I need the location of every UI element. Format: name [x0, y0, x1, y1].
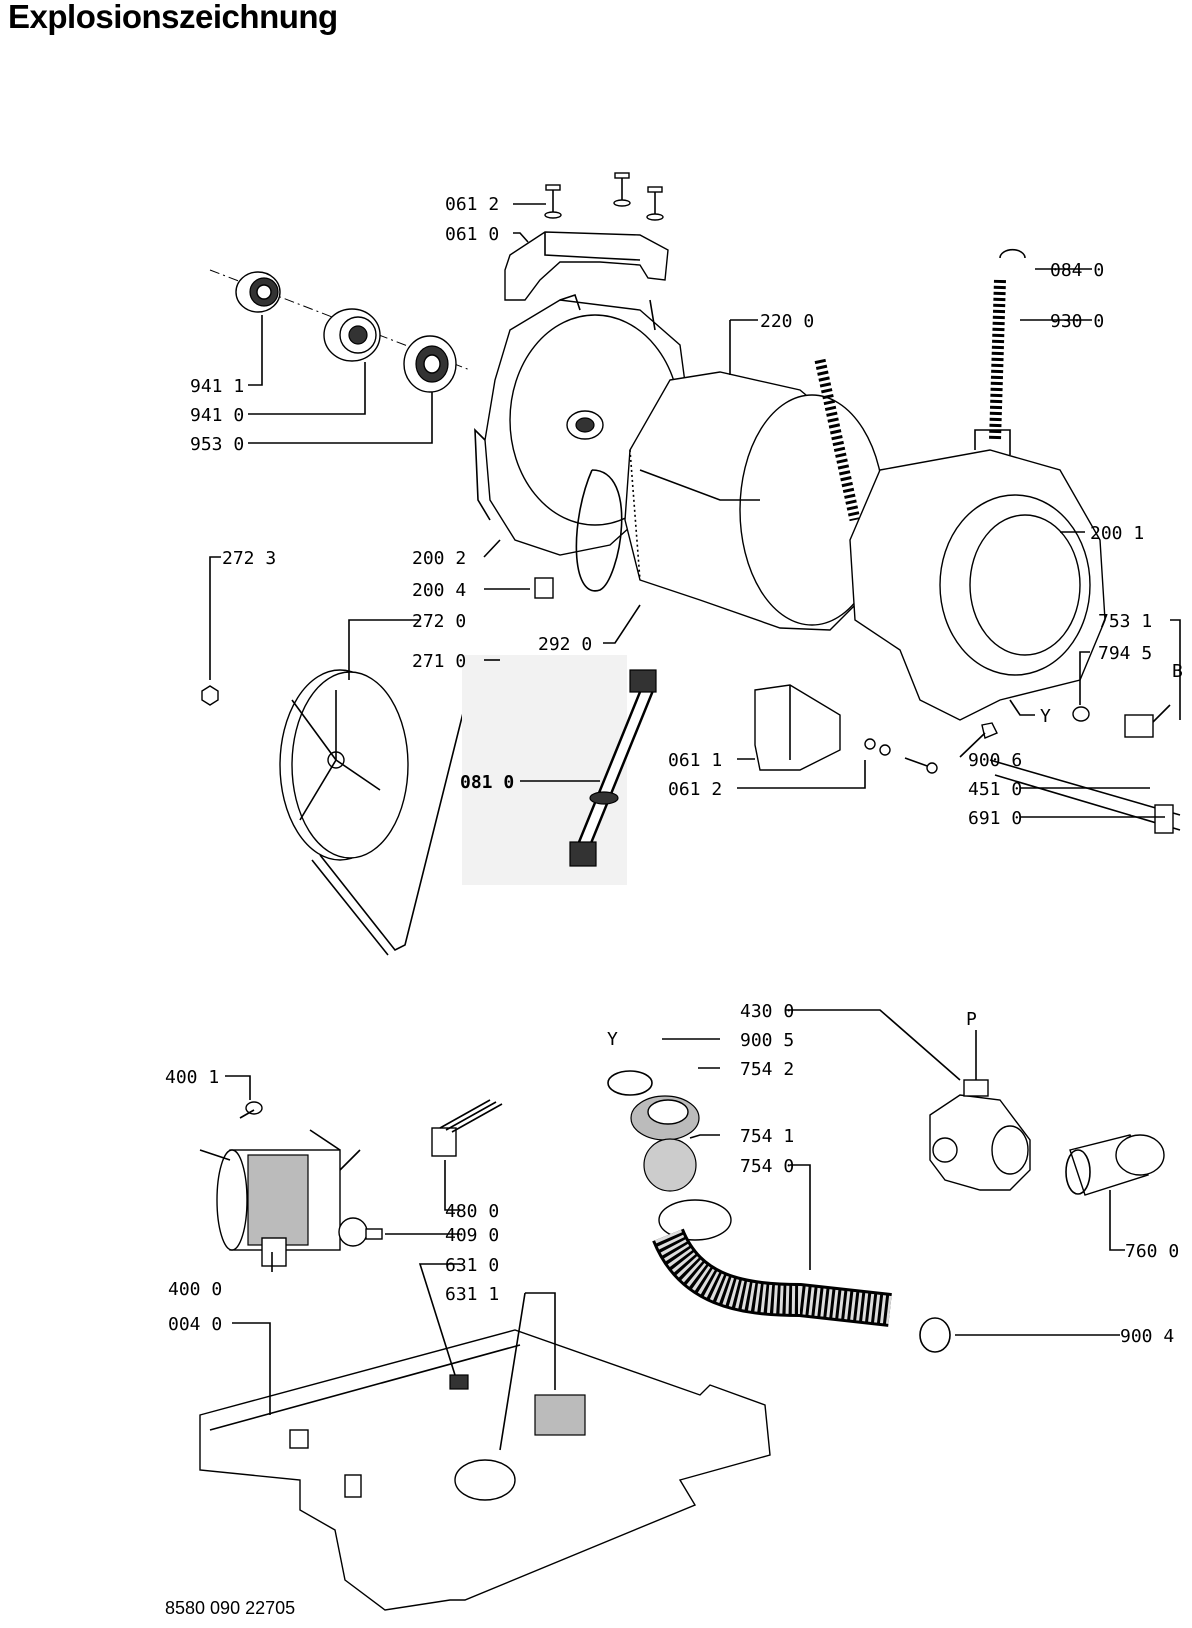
- callout-409-0: 409 0: [445, 1225, 499, 1246]
- connector-480-0: [431, 1099, 503, 1157]
- belt: [319, 664, 476, 952]
- pump-430-0: [929, 1079, 1031, 1191]
- callout-292-0: 292 0: [538, 634, 592, 655]
- callout-953-0: 953 0: [190, 434, 244, 455]
- callout-084-0: 084 0: [1050, 260, 1104, 281]
- callout-081-0: 081 0: [460, 772, 514, 793]
- callout-272-3: 272 3: [222, 548, 276, 569]
- clip-900-6: [981, 722, 998, 739]
- callout-200-2: 200 2: [412, 548, 466, 569]
- hose-754-0: [652, 1199, 892, 1327]
- callout-941-0: 941 0: [190, 405, 244, 426]
- callout-400-0: 400 0: [168, 1279, 222, 1300]
- counterweight-top: [504, 231, 669, 301]
- callout-y-lower: Y: [607, 1029, 618, 1050]
- callout-941-1: 941 1: [190, 376, 244, 397]
- callout-754-2: 754 2: [740, 1059, 794, 1080]
- callout-754-0: 754 0: [740, 1156, 794, 1177]
- screw-washer-set: [864, 738, 938, 774]
- bolts-061-2: [544, 172, 664, 221]
- callout-631-0: 631 0: [445, 1255, 499, 1276]
- callout-200-1: 200 1: [1090, 523, 1144, 544]
- ring-900-5: [607, 1070, 653, 1096]
- callout-271-0: 271 0: [412, 651, 466, 672]
- page-title: Explosionszeichnung: [8, 0, 338, 35]
- callout-480-0: 480 0: [445, 1201, 499, 1222]
- block-200-4: [534, 577, 554, 599]
- callout-200-4: 200 4: [412, 580, 466, 601]
- callout-930-0: 930 0: [1050, 311, 1104, 332]
- pulley: [279, 669, 409, 861]
- document-number: 8580 090 22705: [165, 1598, 296, 1618]
- wire-292-0: [575, 469, 623, 592]
- callout-451-0: 451 0: [968, 779, 1022, 800]
- callout-900-5: 900 5: [740, 1030, 794, 1051]
- clamp-900-4: [919, 1317, 951, 1353]
- sleeve-754-2: [630, 1095, 700, 1141]
- callout-794-5: 794 5: [1098, 643, 1152, 664]
- part-409-0: [365, 1228, 383, 1240]
- callout-900-4: 900 4: [1120, 1326, 1174, 1347]
- callout-061-2-lower: 061 2: [668, 779, 722, 800]
- nut-272-3: [201, 685, 219, 706]
- shock-area: [462, 655, 627, 885]
- callout-400-1: 400 1: [165, 1067, 219, 1088]
- callout-y-upper: Y: [1040, 706, 1051, 727]
- leader-lines: [209, 203, 1181, 1451]
- callout-b: B: [1172, 661, 1183, 682]
- front-tub-half: [849, 429, 1106, 721]
- drum: [624, 371, 886, 631]
- callout-760-0: 760 0: [1125, 1241, 1179, 1262]
- callout-631-1: 631 1: [445, 1284, 499, 1305]
- callout-272-0: 272 0: [412, 611, 466, 632]
- counterweight-front: [754, 684, 841, 771]
- part-400-1: [239, 1101, 263, 1119]
- callout-430-0: 430 0: [740, 1001, 794, 1022]
- spring-930-0: [989, 248, 1026, 441]
- callout-691-0: 691 0: [968, 808, 1022, 829]
- sensor-753-1: [1124, 704, 1171, 738]
- callout-754-1: 754 1: [740, 1126, 794, 1147]
- bearing-941-0: [323, 308, 381, 362]
- callout-p: P: [966, 1009, 977, 1030]
- shock-absorber: [569, 669, 657, 867]
- base-plate: [199, 1329, 771, 1611]
- callout-753-1: 753 1: [1098, 611, 1152, 632]
- filter-760-0: [1065, 1134, 1165, 1196]
- seal-953-0: [403, 335, 457, 393]
- callout-004-0: 004 0: [168, 1314, 222, 1335]
- callout-900-6: 900 6: [968, 750, 1022, 771]
- bearing-941-1: [235, 271, 281, 313]
- plug-794-5: [1072, 706, 1090, 722]
- callout-061-2-top: 061 2: [445, 194, 499, 215]
- ball-754-1: [643, 1138, 697, 1192]
- motor: [199, 1129, 368, 1267]
- callout-061-1: 061 1: [668, 750, 722, 771]
- callout-220-0: 220 0: [760, 311, 814, 332]
- belt-inner: [311, 859, 389, 956]
- callout-061-0: 061 0: [445, 224, 499, 245]
